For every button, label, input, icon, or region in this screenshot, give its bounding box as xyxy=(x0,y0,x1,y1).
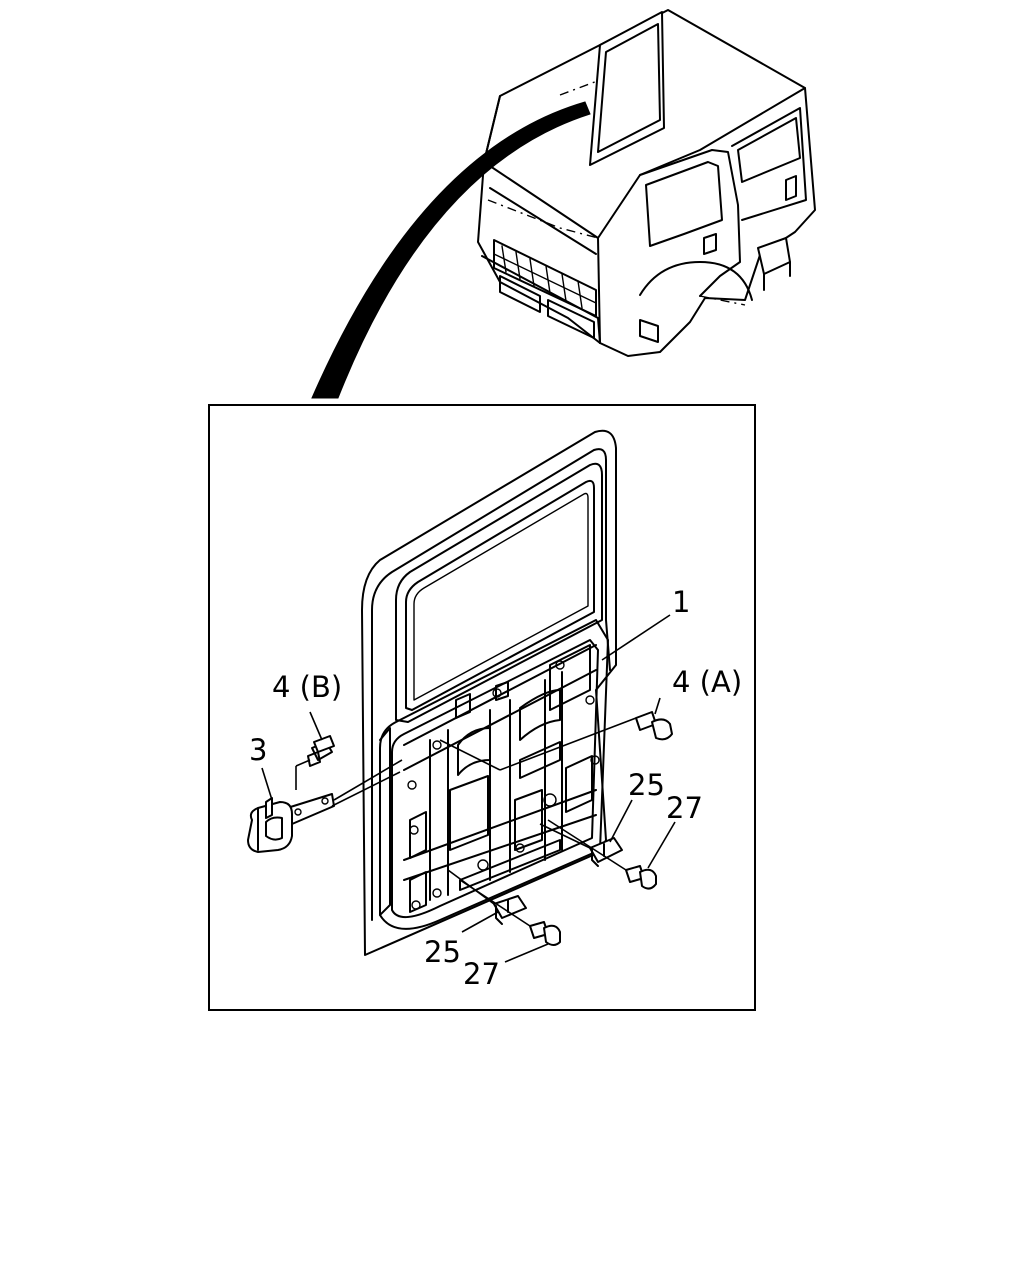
callout-striker-lower: 25 xyxy=(424,935,461,969)
callout-striker-upper: 25 xyxy=(628,768,665,802)
door-panel-icon xyxy=(361,429,617,956)
bolt-upper-icon xyxy=(625,865,657,890)
striker-lower-icon xyxy=(493,895,527,925)
callout-hinge: 3 xyxy=(249,733,267,767)
hinge-icon xyxy=(247,793,335,853)
callout-bolt-lower: 27 xyxy=(463,957,500,991)
callout-door-panel: 1 xyxy=(672,585,690,619)
detail-frame xyxy=(208,404,756,1011)
truck-cab-icon xyxy=(477,9,816,357)
detail-swoosh xyxy=(311,101,591,399)
striker-upper-icon xyxy=(589,837,623,867)
leader-lines xyxy=(261,614,676,963)
callout-bolt-upper: 27 xyxy=(666,791,703,825)
bolt-a-icon xyxy=(635,711,673,741)
bolt-lower-icon xyxy=(529,921,561,946)
callout-bolt-a: 4 (A) xyxy=(672,665,742,699)
bolt-b-icon xyxy=(307,735,335,767)
callout-bolt-b: 4 (B) xyxy=(272,670,342,704)
